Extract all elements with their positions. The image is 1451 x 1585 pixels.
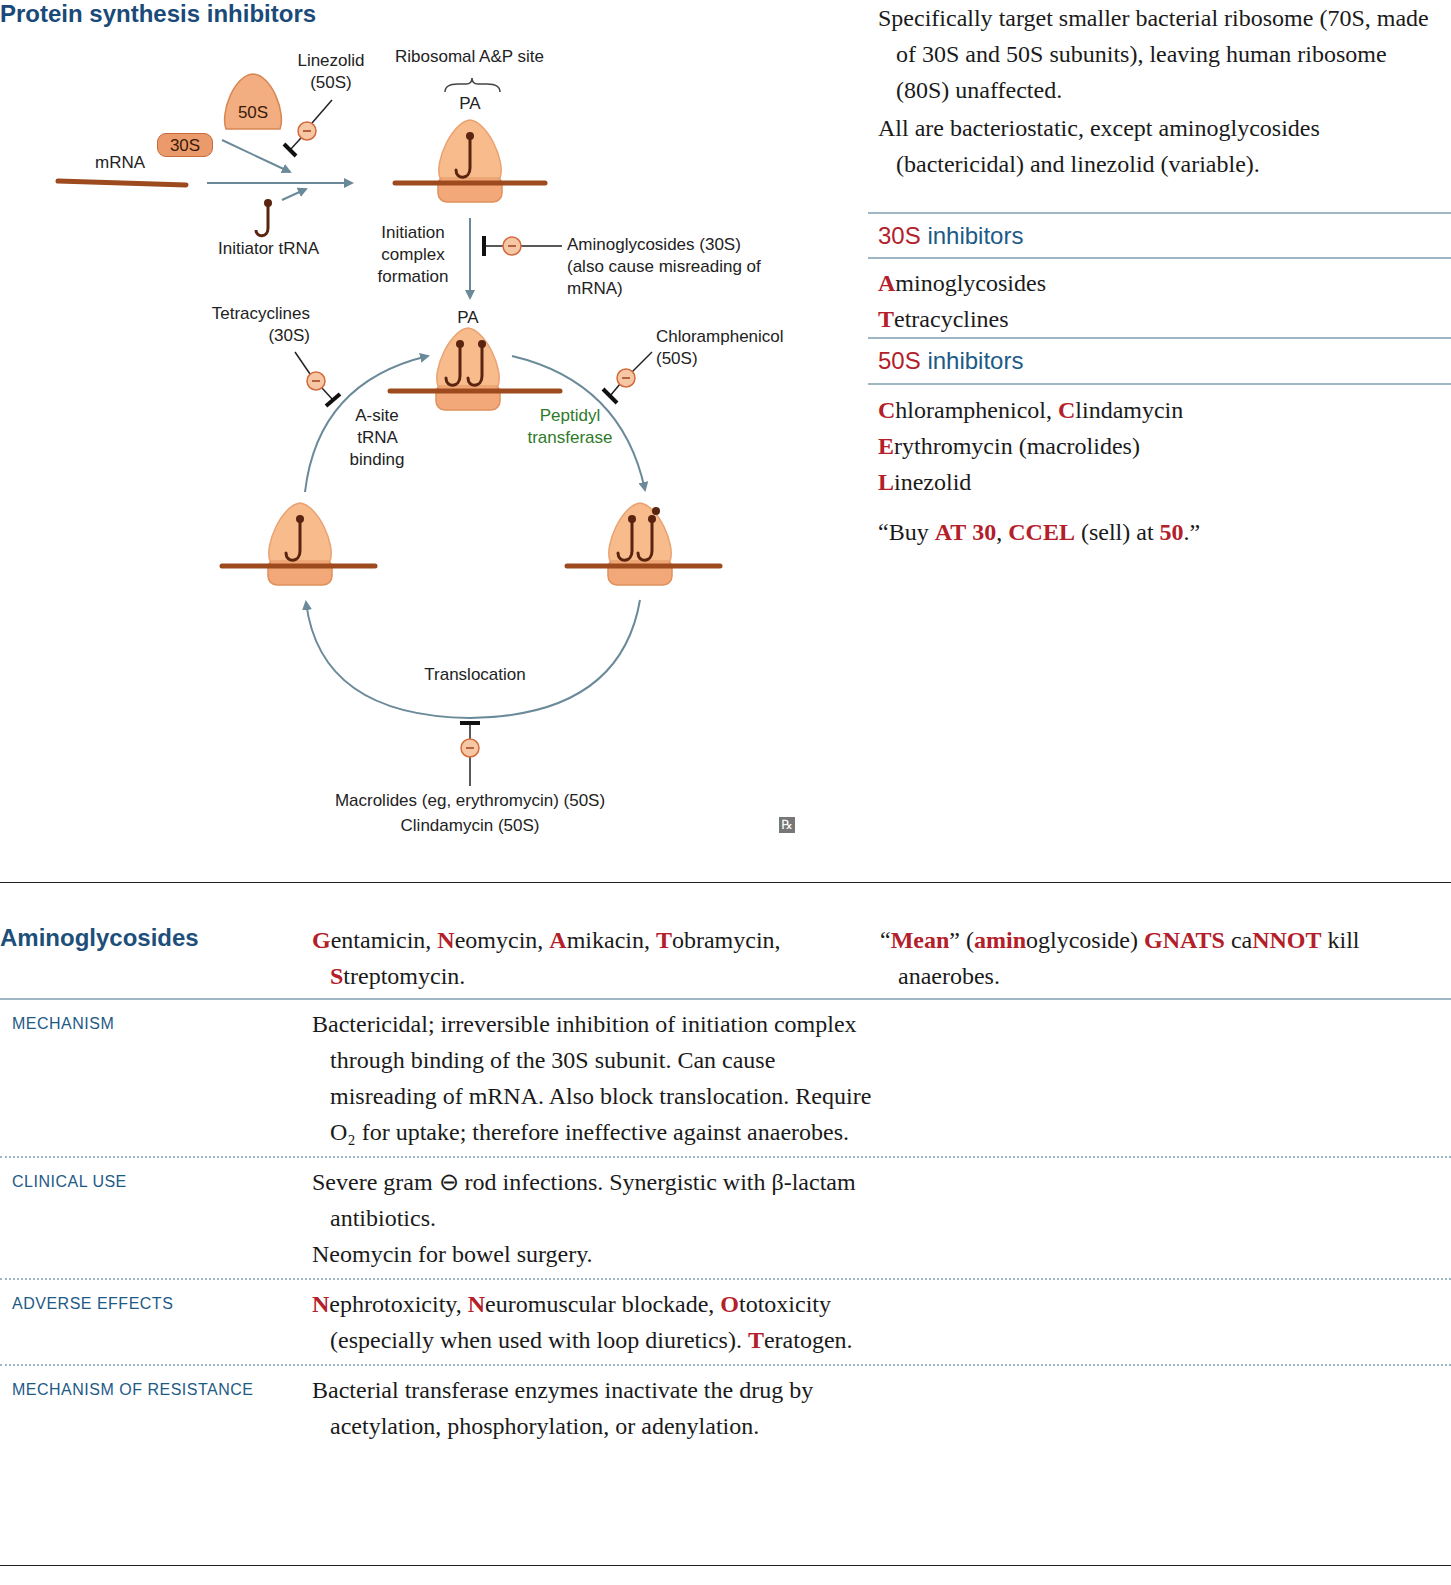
- table-heading: 30S inhibitors: [878, 220, 1023, 251]
- table-cell: Tetracyclines: [878, 301, 1009, 337]
- table-cell: Chloramphenicol, Clindamycin: [878, 392, 1183, 428]
- table-cell: Bactericidal; irreversible inhibition of…: [312, 1006, 887, 1150]
- drug-label: Macrolides (eg, erythromycin) (50S): [300, 790, 640, 812]
- source-icon: ℞: [779, 817, 795, 833]
- drug-label: Linezolid (50S): [290, 50, 372, 94]
- table-rule: [868, 212, 1451, 214]
- large-subunit: 50S: [222, 73, 284, 131]
- site-label: PA: [448, 307, 488, 329]
- table-cell: Aminoglycosides: [878, 265, 1046, 301]
- table-rule: [868, 383, 1451, 385]
- molecule-label: mRNA: [95, 152, 145, 174]
- step-label: Peptidyl transferase: [512, 405, 628, 449]
- table-cell: Bacterial transferase enzymes inactivate…: [312, 1372, 887, 1444]
- subunit-label: 50S: [238, 104, 268, 121]
- site-label: Ribosomal A&P site: [395, 46, 544, 68]
- table-cell: Nephrotoxicity, Neuromuscular blockade, …: [312, 1286, 887, 1358]
- table-rule: [0, 1156, 1451, 1158]
- table-rule: [0, 1278, 1451, 1280]
- row-label: MECHANISM: [12, 1014, 114, 1035]
- table-heading: 50S inhibitors: [878, 345, 1023, 376]
- row-label: CLINICAL USE: [12, 1172, 127, 1193]
- table-rule: [0, 1565, 1451, 1566]
- subunit-label: 30S: [170, 137, 200, 154]
- table-rule: [868, 257, 1451, 259]
- note-text: All are bacteriostatic, except aminoglyc…: [878, 110, 1443, 182]
- table-rule: [0, 882, 1451, 883]
- mnemonic: “Buy AT 30, CCEL (sell) at 50.”: [878, 514, 1200, 550]
- note-text: Specifically target smaller bacterial ri…: [878, 0, 1443, 108]
- table-rule: [0, 998, 1451, 1000]
- drug-label: Aminoglycosides (30S) (also cause misrea…: [567, 234, 782, 300]
- subunit-shape: [222, 73, 284, 131]
- row-label: ADVERSE EFFECTS: [12, 1294, 173, 1315]
- table-cell: Erythromycin (macrolides): [878, 428, 1140, 464]
- table-cell: Neomycin for bowel surgery.: [312, 1236, 887, 1272]
- mnemonic: “Mean” (aminoglycoside) GNATS caNNOT kil…: [880, 922, 1440, 994]
- drug-label: Clindamycin (50S): [300, 815, 640, 837]
- row-label: MECHANISM OF RESISTANCE: [12, 1380, 253, 1401]
- table-rule: [0, 1364, 1451, 1366]
- table-heading: Aminoglycosides: [0, 922, 199, 953]
- molecule-label: Initiator tRNA: [218, 238, 319, 260]
- drug-label: Tetracyclines (30S): [192, 303, 310, 347]
- step-label: A-site tRNA binding: [338, 405, 416, 471]
- table-cell: Linezolid: [878, 464, 971, 500]
- step-label: Translocation: [395, 664, 555, 686]
- drug-label: Chloramphenicol (50S): [656, 326, 806, 370]
- table-rule: [868, 337, 1451, 339]
- site-label: PA: [450, 93, 490, 115]
- drug-list: Gentamicin, Neomycin, Amikacin, Tobramyc…: [312, 922, 867, 994]
- small-subunit: 30S: [157, 133, 213, 157]
- table-cell: Severe gram ⊖ rod infections. Synergisti…: [312, 1164, 887, 1236]
- page-title: Protein synthesis inhibitors: [0, 0, 316, 29]
- step-label: Initiation complex formation: [368, 222, 458, 288]
